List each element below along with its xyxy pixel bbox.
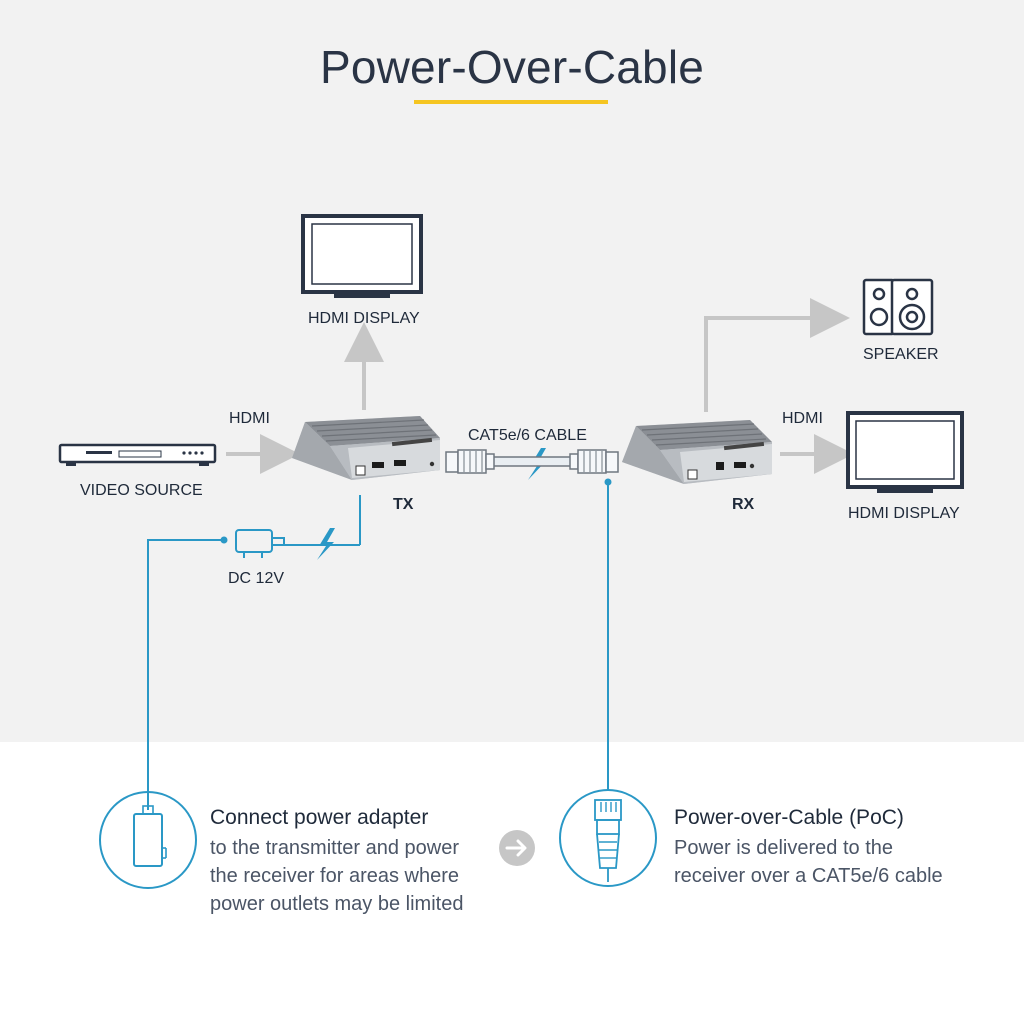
dvd-player-icon <box>58 443 217 466</box>
rj45-connector-icon <box>559 789 657 887</box>
hdmi-output-label: HDMI <box>782 410 823 427</box>
feature-heading-poc: Power-over-Cable (PoC) <box>674 806 904 829</box>
callout-dot <box>604 478 612 486</box>
rj45-connector-left <box>445 449 495 474</box>
title-underline <box>414 100 608 104</box>
speaker-icon <box>862 278 934 336</box>
adapter-callout-line <box>147 539 224 810</box>
feature-text-line: to the transmitter and power <box>210 837 460 859</box>
dc-voltage-label: DC 12V <box>228 570 285 587</box>
dc-adapter-icon <box>235 529 285 558</box>
monitor-icon <box>301 214 423 298</box>
cable-label: CAT5e/6 CABLE <box>468 427 587 444</box>
lightning-bolt-icon <box>317 528 335 560</box>
power-lines <box>147 482 609 810</box>
rx-device <box>622 420 772 484</box>
flow-arrows <box>226 298 854 474</box>
arrow-rx-to-speaker <box>704 298 850 412</box>
hdmi-input-label: HDMI <box>229 410 270 427</box>
arrow-right-circle-icon <box>499 830 535 866</box>
feature-text-line: power outlets may be limited <box>210 893 464 915</box>
diagram-background <box>0 0 1024 742</box>
callout-dot <box>220 536 228 544</box>
speaker-label: SPEAKER <box>863 346 939 363</box>
rj45-connector-right <box>569 449 619 474</box>
feature-heading-power-adapter: Connect power adapter <box>210 806 429 829</box>
feature-text-line: Power is delivered to the <box>674 837 894 859</box>
tx-label: TX <box>393 496 414 513</box>
feature-text-line: receiver over a CAT5e/6 cable <box>674 865 943 887</box>
tx-device <box>292 416 440 480</box>
monitor-icon <box>846 411 964 493</box>
page-title: Power-Over-Cable <box>319 41 705 93</box>
rx-label: RX <box>732 496 755 513</box>
feature-text-line: the receiver for areas where <box>210 865 460 887</box>
hdmi-display-top-label: HDMI DISPLAY <box>308 310 420 327</box>
cat-cable <box>445 449 619 474</box>
video-source-label: VIDEO SOURCE <box>80 482 203 499</box>
power-adapter-icon <box>99 791 197 889</box>
hdmi-display-right-label: HDMI DISPLAY <box>848 505 960 522</box>
